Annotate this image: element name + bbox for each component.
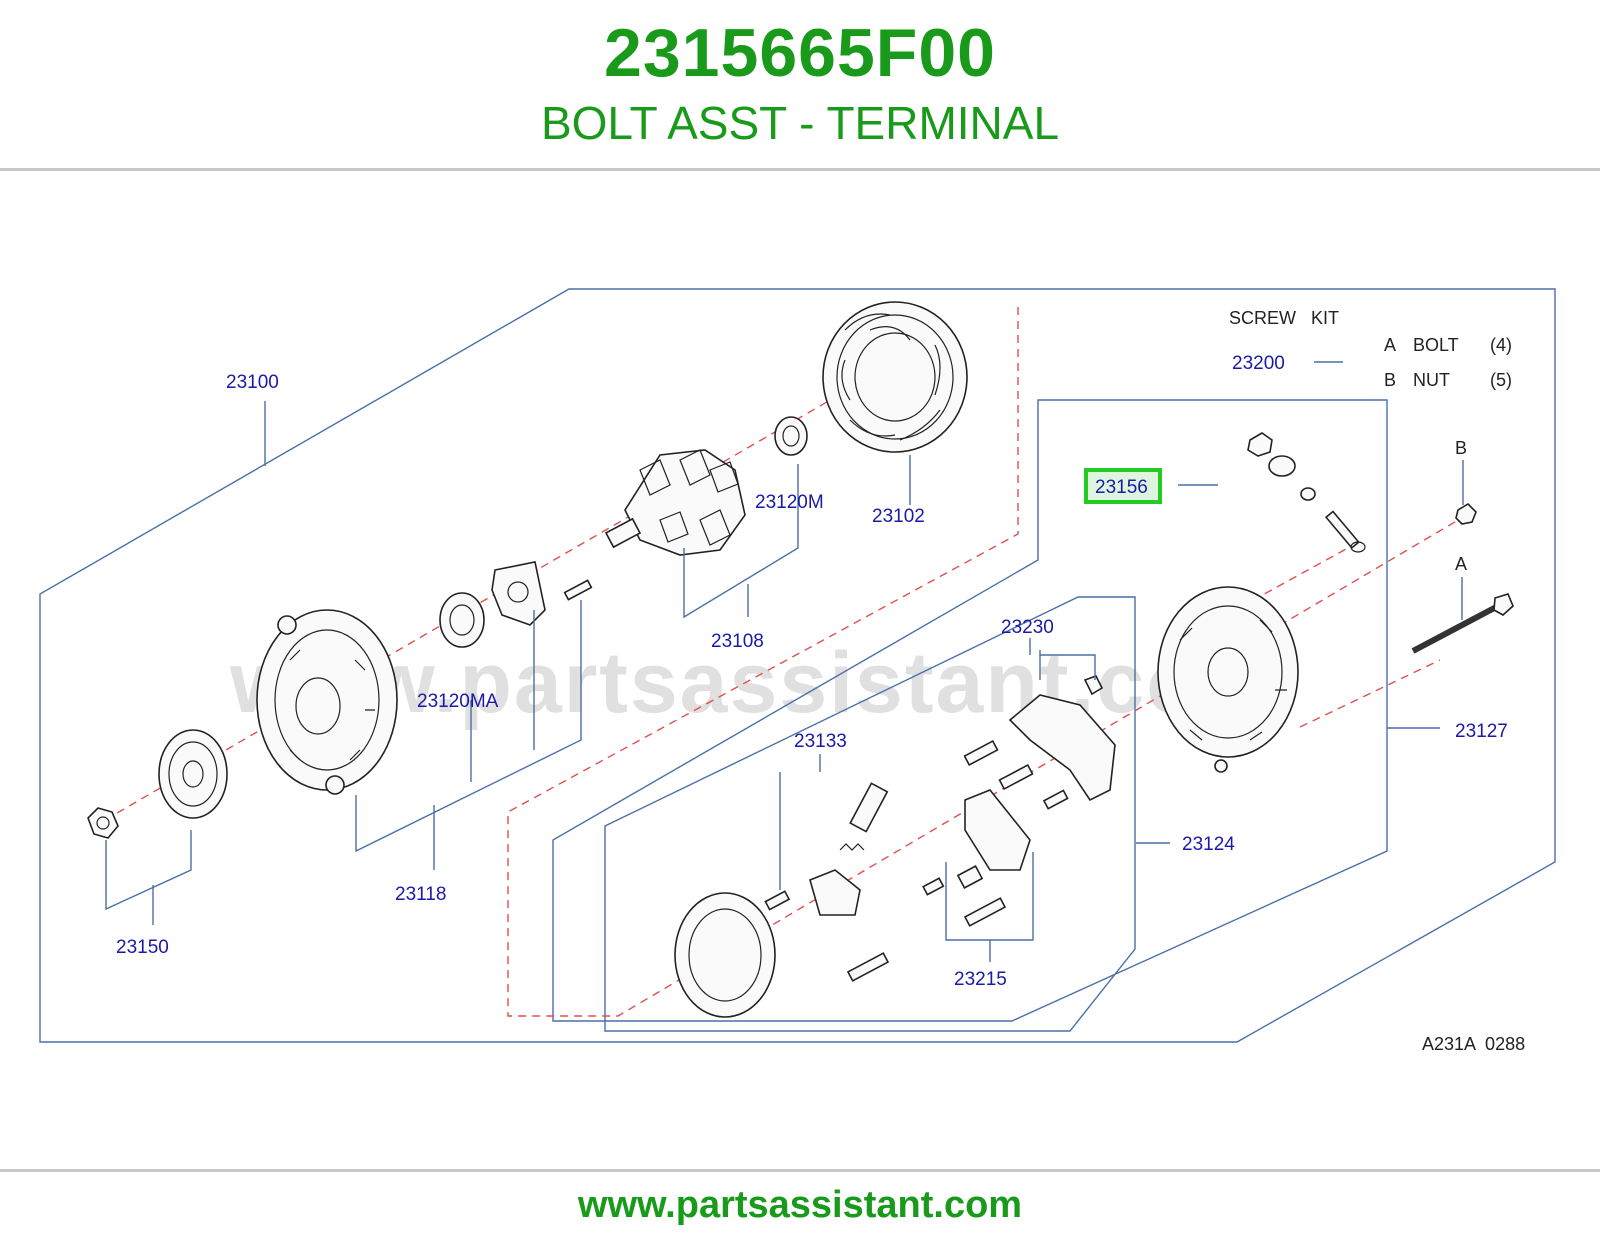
exploded-parts-diagram: www.partsassistant.com bbox=[39, 288, 1556, 1054]
nut-b-drawing bbox=[1455, 502, 1477, 525]
rectifier-23230-drawing bbox=[963, 675, 1116, 810]
terminal-parts-23156-drawing bbox=[1247, 432, 1366, 553]
screw-kit-row-b-qty: (5) bbox=[1490, 370, 1512, 390]
pulley-drawing bbox=[158, 729, 228, 819]
bearing-23120M-drawing bbox=[774, 416, 808, 456]
header-divider bbox=[0, 168, 1600, 171]
label-23124[interactable]: 23124 bbox=[1182, 834, 1235, 855]
screw-kit-title: SCREW KIT bbox=[1229, 308, 1339, 328]
assembly-axis-rear bbox=[507, 307, 1466, 1017]
regulator-23215-drawing bbox=[922, 789, 1031, 927]
label-23120MA[interactable]: 23120MA bbox=[417, 691, 499, 712]
screw-kit-row-b-name: NUT bbox=[1413, 370, 1450, 390]
label-23200[interactable]: 23200 bbox=[1232, 353, 1285, 374]
part-number-title: 2315665F00 bbox=[604, 15, 996, 91]
label-23102[interactable]: 23102 bbox=[872, 506, 925, 527]
assembly-axis-terminal bbox=[1227, 547, 1349, 615]
screw-kit-row-a-qty: (4) bbox=[1490, 335, 1512, 355]
assembly-axis-bolt bbox=[1299, 659, 1441, 728]
label-23120M[interactable]: 23120M bbox=[755, 492, 824, 513]
rotor-23108-drawing bbox=[604, 449, 746, 556]
frame-23100 bbox=[39, 288, 1556, 1043]
front-housing-23118-drawing bbox=[256, 609, 398, 795]
highlight-box-23156 bbox=[1084, 468, 1162, 504]
label-23127[interactable]: 23127 bbox=[1455, 721, 1508, 742]
watermark-text: www.partsassistant.com bbox=[229, 635, 1279, 731]
pulley-nut-drawing bbox=[87, 807, 119, 839]
rear-housing-23127-drawing bbox=[1157, 586, 1299, 773]
label-23230[interactable]: 23230 bbox=[1001, 617, 1054, 638]
label-23100[interactable]: 23100 bbox=[226, 372, 279, 393]
label-23108[interactable]: 23108 bbox=[711, 631, 764, 652]
retainer-plate-drawing bbox=[491, 561, 546, 626]
screw-kit-row-a-key: A bbox=[1384, 335, 1396, 355]
screw-kit-row-a-name: BOLT bbox=[1413, 335, 1459, 355]
label-23156[interactable]: 23156 bbox=[1095, 477, 1148, 498]
footer-divider bbox=[0, 1169, 1600, 1172]
label-23215[interactable]: 23215 bbox=[954, 969, 1007, 990]
brush-holder-23133-drawing bbox=[674, 782, 890, 1018]
stator-23102-drawing bbox=[822, 301, 968, 453]
diagram-code: A231A 0288 bbox=[1422, 1034, 1525, 1054]
label-23150[interactable]: 23150 bbox=[116, 937, 169, 958]
small-screw-drawing bbox=[563, 579, 593, 601]
frame-23124 bbox=[604, 596, 1136, 1032]
label-23118[interactable]: 23118 bbox=[395, 884, 446, 905]
frame-23127 bbox=[552, 399, 1388, 1022]
page-header: 2315665F00 BOLT ASST - TERMINAL bbox=[0, 0, 1600, 170]
screw-kit-row-b-key: B bbox=[1384, 370, 1396, 390]
leader-lines bbox=[105, 361, 1464, 962]
callout-a: A bbox=[1455, 554, 1467, 574]
through-bolt-a-drawing bbox=[1411, 593, 1514, 654]
assembly-axis-main bbox=[104, 376, 871, 821]
part-name-subtitle: BOLT ASST - TERMINAL bbox=[540, 97, 1060, 149]
label-23133[interactable]: 23133 bbox=[794, 731, 847, 752]
callout-b: B bbox=[1455, 438, 1467, 458]
bearing-23120MA-drawing bbox=[439, 592, 485, 648]
footer-url[interactable]: www.partsassistant.com bbox=[577, 1184, 1023, 1226]
